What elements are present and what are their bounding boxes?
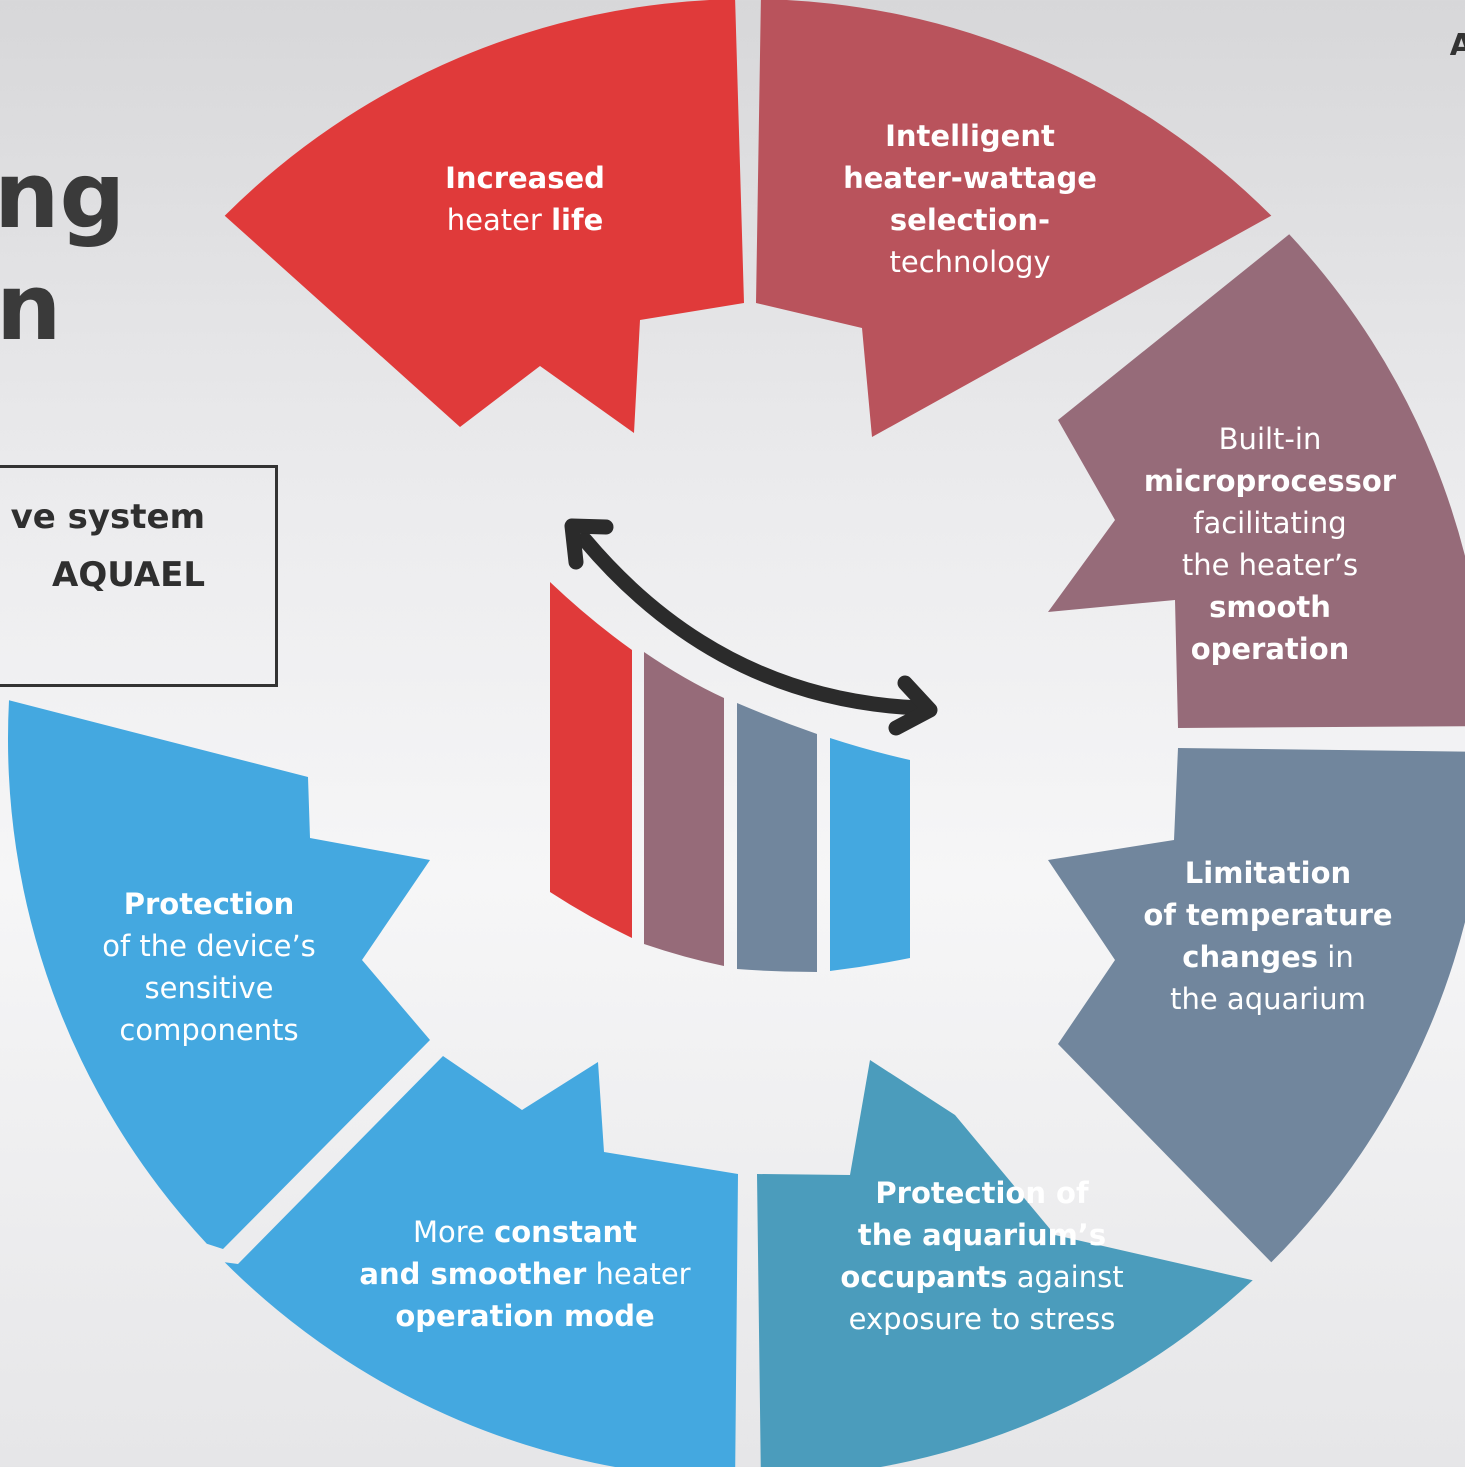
label-line: facilitating — [1144, 502, 1396, 544]
label-bold-text: Intelligent — [885, 119, 1055, 153]
label-line: occupants against — [840, 1256, 1123, 1298]
info-box-line2: AQUAEL — [52, 555, 205, 595]
label-bold-text: of temperature — [1143, 898, 1393, 932]
label-line: Intelligent — [843, 115, 1097, 157]
center-bar-graphic — [550, 582, 910, 972]
label-line: Protection — [102, 883, 316, 925]
label-text: the heater’s — [1181, 548, 1359, 582]
label-line: selection- — [843, 199, 1097, 241]
label-text: in — [1318, 940, 1354, 974]
label-bold-text: smooth — [1209, 590, 1331, 624]
segment-components — [7, 700, 430, 1249]
wheel-segments — [7, 0, 1465, 1467]
label-line: heater life — [445, 199, 605, 241]
label-text: facilitating — [1193, 506, 1347, 540]
bar-blue — [830, 738, 910, 971]
segment-intelligent-selection — [756, 0, 1272, 437]
label-text: heater — [586, 1257, 691, 1291]
label-line: microprocessor — [1144, 460, 1396, 502]
label-limitation: Limitation of temperature changes in the aq… — [1143, 852, 1392, 1020]
label-line: operation — [1144, 628, 1396, 670]
label-bold-text: operation — [1190, 632, 1350, 666]
segment-occupants — [757, 1060, 1253, 1467]
label-bold-text: operation mode — [395, 1299, 655, 1333]
label-line: heater-wattage — [843, 157, 1097, 199]
label-bold-text: Protection of — [875, 1176, 1089, 1210]
info-box: ve system AQUAEL — [0, 465, 278, 687]
label-line: Limitation — [1143, 852, 1392, 894]
label-bold-text: changes — [1182, 940, 1319, 974]
label-text: technology — [889, 245, 1051, 279]
label-intelligent-selection: Intelligent heater-wattage selection-techn… — [843, 115, 1097, 283]
label-components: Protection of the device’s sensitive compon… — [102, 883, 316, 1051]
label-line: Increased — [445, 157, 605, 199]
label-text: sensitive — [144, 971, 274, 1005]
bar-red — [550, 582, 632, 938]
label-line: smooth — [1144, 586, 1396, 628]
label-text: exposure to stress — [848, 1302, 1116, 1336]
label-text: of the device’s — [102, 929, 316, 963]
label-occupants: Protection of the aquarium’s occupants aga… — [840, 1172, 1123, 1340]
label-bold-text: life — [551, 203, 604, 237]
label-line: the heater’s — [1144, 544, 1396, 586]
corner-fragment: A — [1449, 28, 1465, 63]
segment-smoother-mode — [224, 1056, 738, 1467]
label-bold-text: the aquarium’s — [857, 1218, 1107, 1252]
label-bold-text: Increased — [445, 161, 605, 195]
heading-line1-fragment: ng — [0, 142, 126, 249]
label-line: sensitive — [102, 967, 316, 1009]
segment-limitation — [1048, 748, 1465, 1263]
label-text: against — [1007, 1260, 1124, 1294]
label-bold-text: microprocessor — [1143, 464, 1397, 498]
label-text: the aquarium — [1170, 982, 1366, 1016]
label-increased-life: Increased heater life — [445, 157, 605, 241]
label-line: of the device’s — [102, 925, 316, 967]
segment-increased-life — [224, 0, 744, 433]
bar-slate — [737, 703, 817, 972]
segment-microprocessor — [1048, 234, 1465, 728]
label-line: technology — [843, 241, 1097, 283]
heading-line2-fragment: n — [0, 254, 62, 361]
info-box-line1: ve system — [10, 497, 205, 537]
label-bold-text: constant — [494, 1215, 638, 1249]
label-bold-text: Protection — [123, 887, 295, 921]
label-text: More — [412, 1215, 495, 1249]
label-line: More constant — [359, 1211, 690, 1253]
label-bold-text: selection- — [889, 203, 1051, 237]
bar-mauve — [644, 652, 724, 966]
label-line: the aquarium — [1143, 978, 1392, 1020]
label-bold-text: occupants — [840, 1260, 1008, 1294]
label-line: operation mode — [359, 1295, 690, 1337]
double-arrow-icon — [564, 518, 938, 736]
label-line: of temperature — [1143, 894, 1392, 936]
label-line: changes in — [1143, 936, 1392, 978]
label-line: components — [102, 1009, 316, 1051]
label-line: and smoother heater — [359, 1253, 690, 1295]
label-bold-text: heater-wattage — [843, 161, 1097, 195]
label-line: Protection of — [840, 1172, 1123, 1214]
label-line: exposure to stress — [840, 1298, 1123, 1340]
label-microprocessor: Built-in microprocessor facilitating the he… — [1144, 418, 1396, 670]
label-line: the aquarium’s — [840, 1214, 1123, 1256]
label-text: components — [119, 1013, 299, 1047]
label-text: Built-in — [1218, 422, 1322, 456]
label-text: heater — [446, 203, 552, 237]
label-bold-text: and smoother — [359, 1257, 587, 1291]
label-line: Built-in — [1144, 418, 1396, 460]
label-bold-text: Limitation — [1184, 856, 1352, 890]
